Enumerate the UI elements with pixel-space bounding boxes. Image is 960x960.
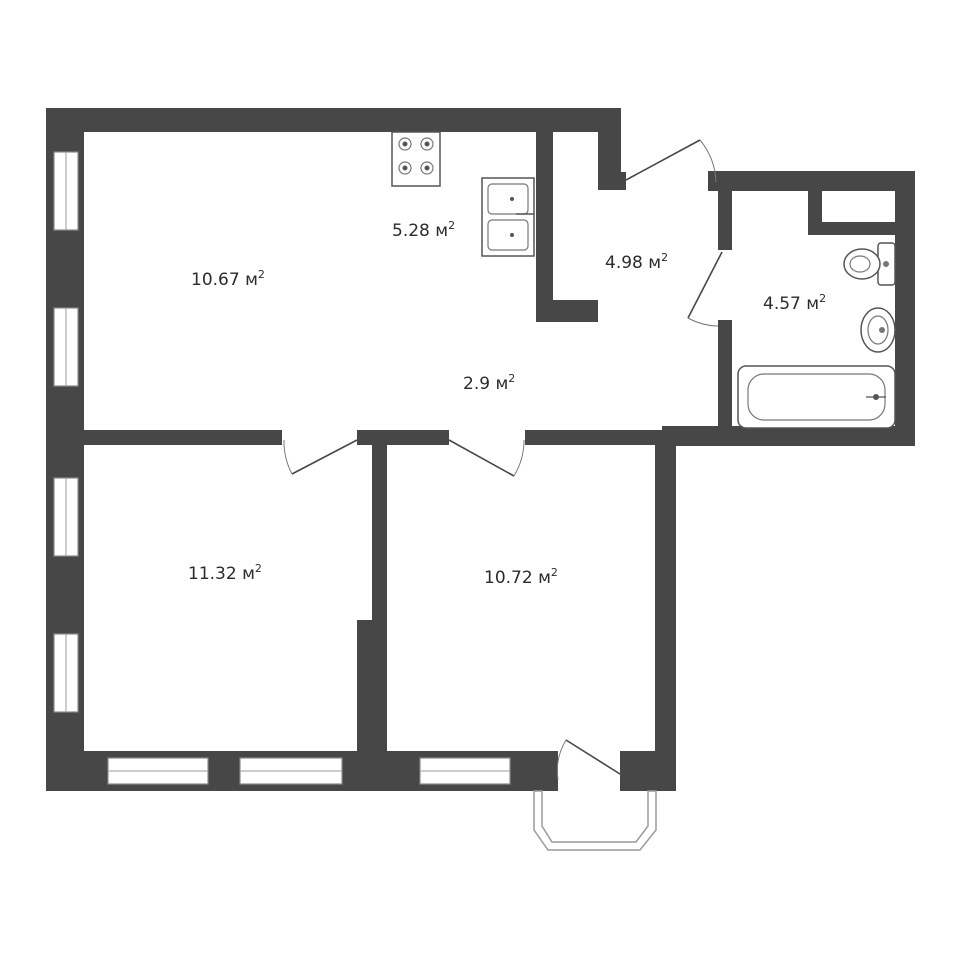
windows [53, 151, 511, 785]
stove-icon [391, 131, 441, 187]
wall-closet-top-right [598, 108, 621, 190]
wall-partition [372, 440, 387, 630]
room-area-hall: 2.9 м2 [463, 372, 515, 394]
wall-closet-left [536, 130, 553, 322]
wall-niche-bottom [808, 222, 903, 235]
door-bathroom [687, 251, 723, 319]
door-bedroom-right [448, 439, 515, 477]
wall-bath-left-top [718, 185, 732, 250]
wall-right-bedroom [655, 430, 676, 791]
wall-partition-low [357, 620, 387, 790]
room-area-closet: 4.98 м2 [605, 251, 668, 273]
door-entrance [625, 139, 701, 181]
door-bedroom-left [291, 439, 358, 475]
wall-bath-left-bottom [718, 320, 732, 432]
wall-bath-right [895, 171, 915, 446]
wall-closet-stub [598, 172, 626, 190]
room-area-bathroom: 4.57 м2 [763, 292, 826, 314]
wall-bath-bottom [662, 426, 915, 446]
balcony [533, 790, 657, 851]
wall-mid-2 [357, 430, 449, 445]
room-area-living: 10.67 м2 [191, 268, 265, 290]
bathtub-icon [737, 365, 896, 429]
double-sink-icon [481, 177, 535, 257]
room-area-bedroom-left: 11.32 м2 [188, 562, 262, 584]
wall-top [46, 108, 621, 132]
wall-bath-top [708, 171, 915, 191]
doors [283, 139, 723, 781]
walls [46, 108, 915, 791]
wall-closet-bottom [536, 300, 598, 322]
toilet-icon [843, 242, 896, 286]
door-balcony [565, 739, 621, 775]
room-area-bedroom-right: 10.72 м2 [484, 566, 558, 588]
room-area-kitchen: 5.28 м2 [392, 219, 455, 241]
washbasin-icon [860, 307, 896, 353]
wall-mid-3 [525, 430, 675, 445]
wall-mid-1 [84, 430, 282, 445]
